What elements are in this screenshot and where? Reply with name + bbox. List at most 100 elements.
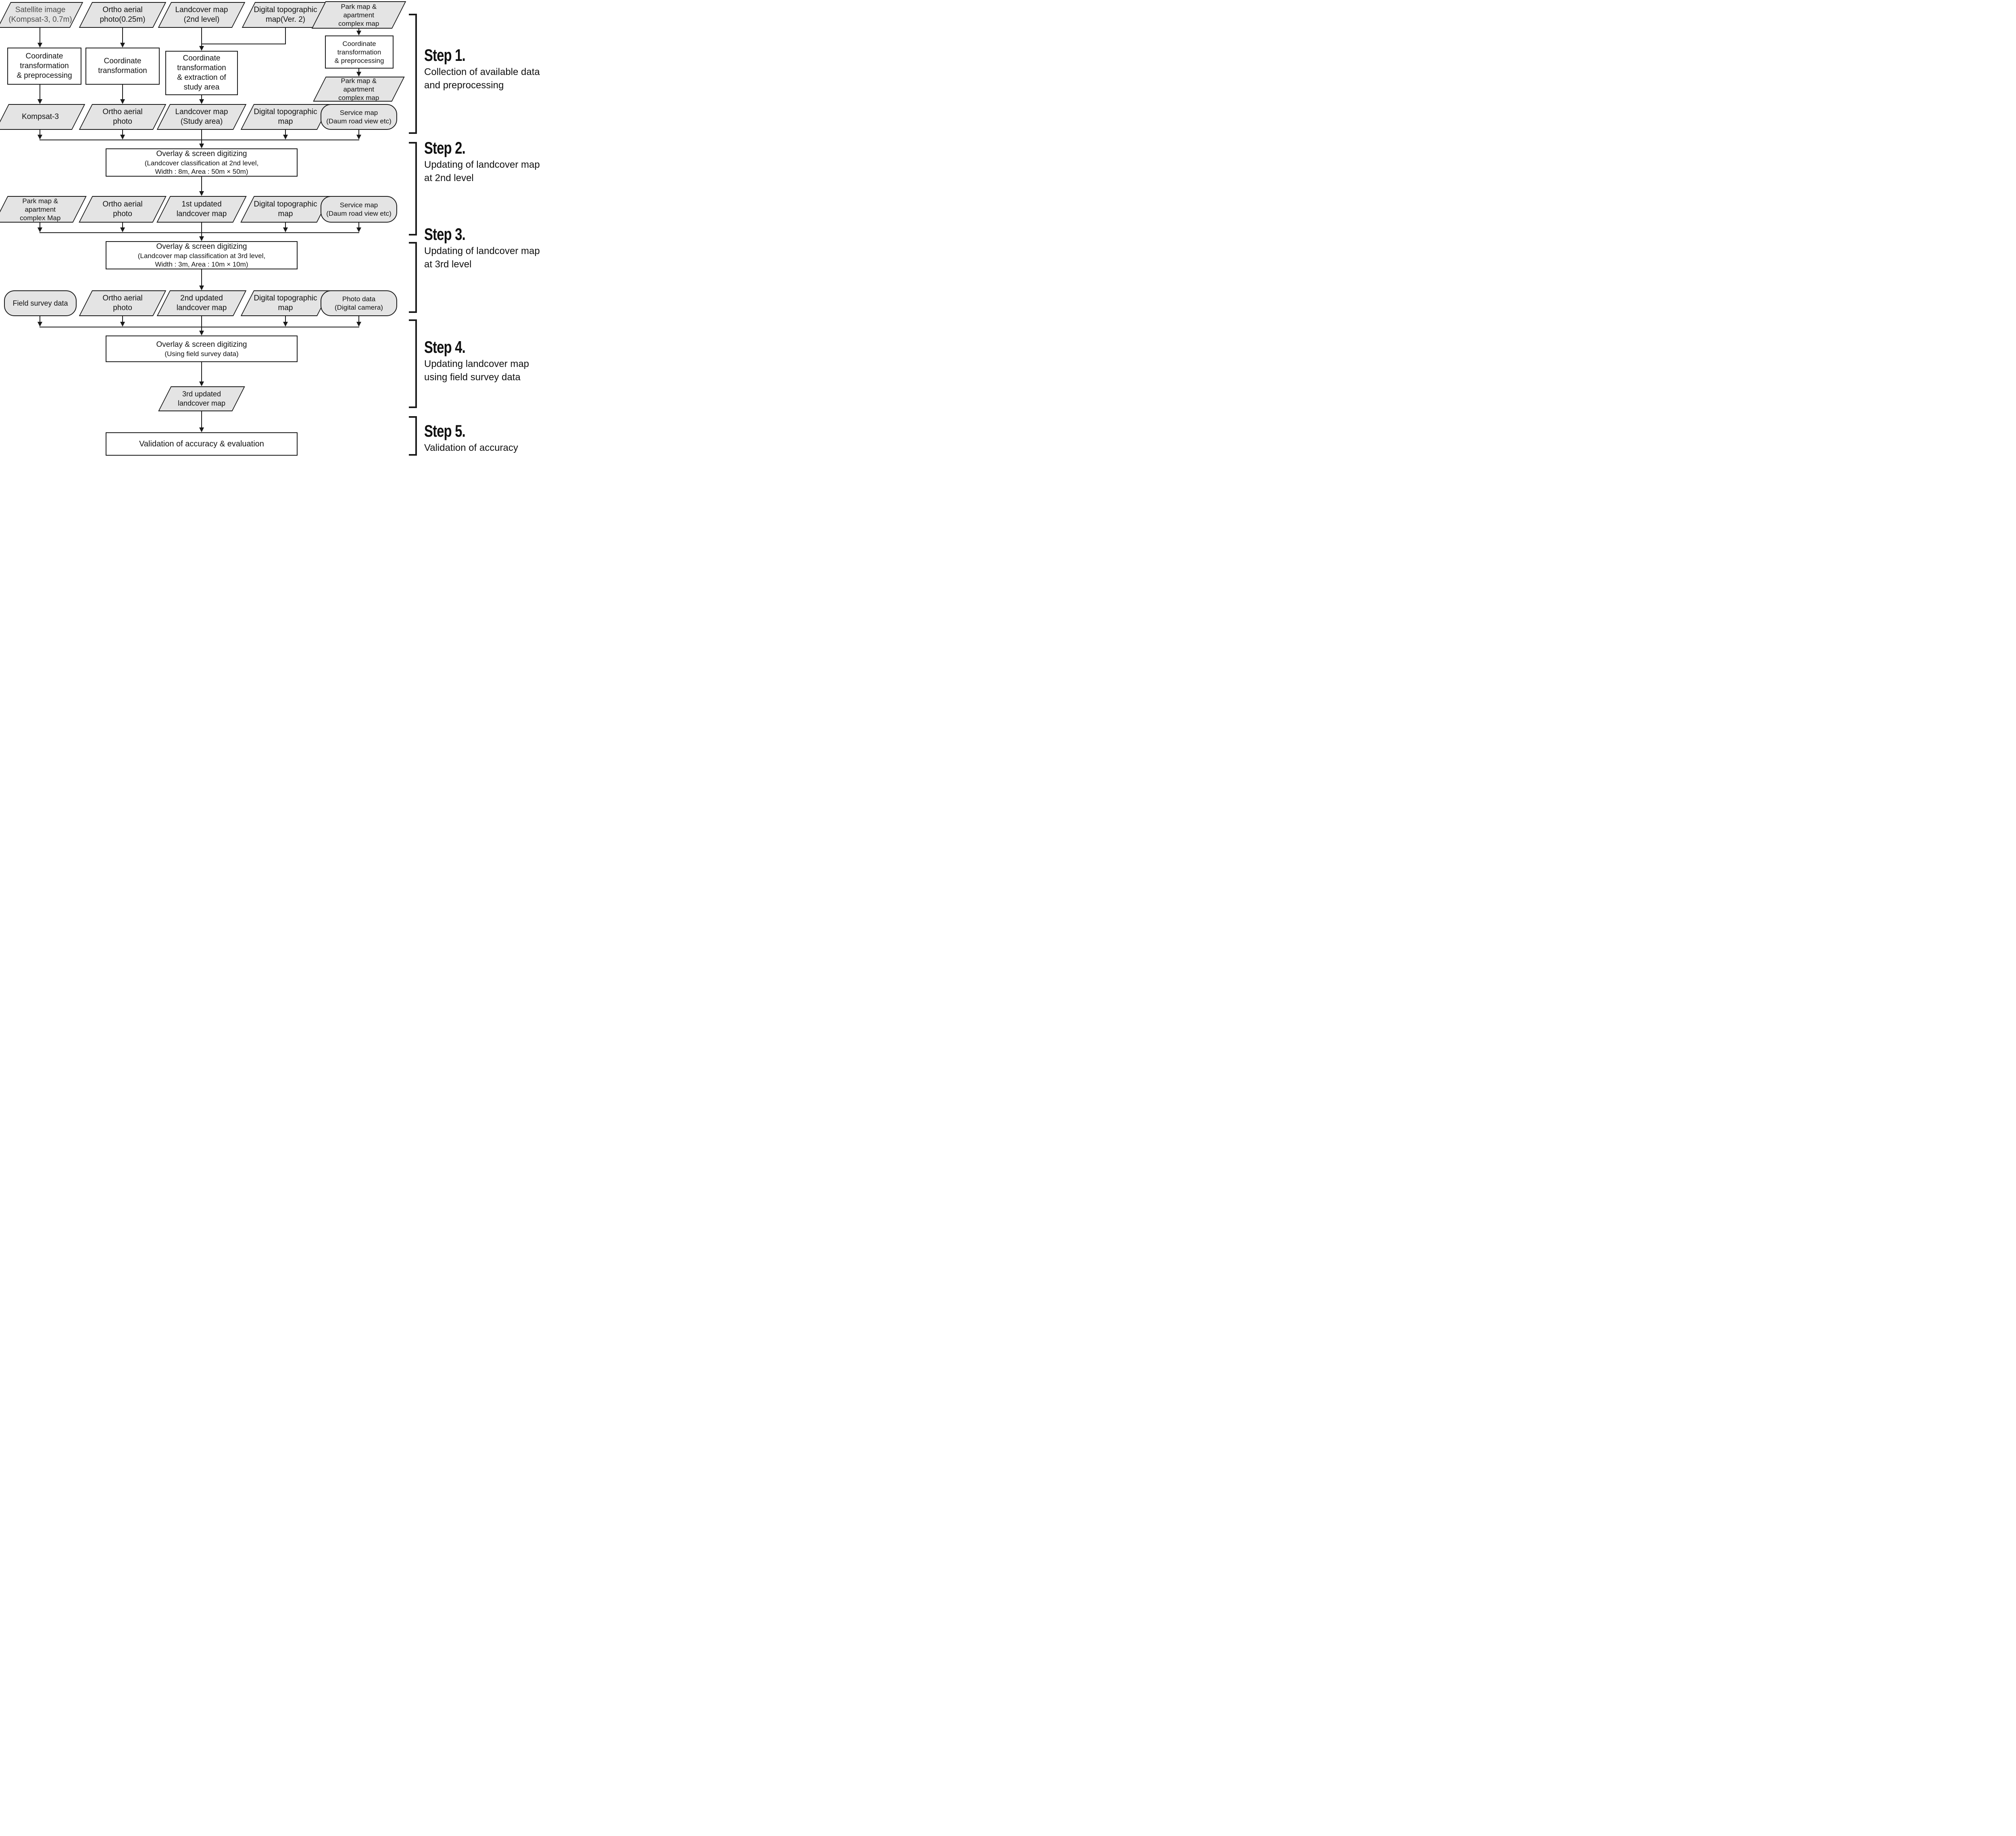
text-line: Coordinate (104, 57, 142, 65)
arrowhead (356, 135, 361, 140)
text-line: Service map (339, 109, 378, 117)
input-landcover-map-2nd: Landcover map (2nd level) (158, 2, 246, 28)
step-desc-line: Collection of available data (424, 67, 540, 77)
arrowhead (37, 135, 42, 140)
data-digital-topo-map-2: Digital topographic map (240, 104, 331, 130)
step-desc-line: Updating landcover map (424, 358, 529, 369)
text-line: (Daum road view etc) (326, 117, 392, 125)
process-validation: Validation of accuracy & evaluation (106, 432, 298, 456)
input-satellite-image: Satellite image (Kompsat-3, 0.7m) (0, 2, 83, 28)
text-line: Digital topographic (254, 108, 317, 116)
text-line: landcover map (176, 304, 227, 312)
text-line: Ortho aerial (102, 108, 143, 116)
output-park-apartment-map: Park map & apartment complex map (313, 77, 405, 102)
arrowhead (199, 286, 204, 290)
process-overlay-digitizing-2: Overlay & screen digitizing (Landcover m… (106, 241, 298, 269)
data-digital-topo-map-3: Digital topographic map (240, 196, 331, 223)
text-line: (Digital camera) (335, 304, 383, 311)
step-title: Step 3. (424, 225, 466, 244)
text-line: & preprocessing (334, 56, 384, 65)
step-label-1: Step 1. Collection of available data and… (424, 45, 563, 92)
arrowhead (199, 381, 204, 386)
data-service-map-3: Service map (Daum road view etc) (321, 196, 397, 223)
text-line: apartment (25, 205, 56, 213)
text-line: Field survey data (12, 299, 68, 307)
arrowhead (283, 227, 288, 232)
data-landcover-study-area: Landcover map (Study area) (156, 104, 247, 130)
text-line: Landcover map (175, 108, 228, 116)
text-line: Ortho aerial (102, 200, 143, 208)
arrowhead (283, 135, 288, 140)
text-line: Ortho aerial (102, 6, 143, 14)
step-label-4: Step 4. Updating landcover map using fie… (424, 337, 563, 384)
process-overlay-digitizing-3: Overlay & screen digitizing (Using field… (106, 336, 298, 362)
step-desc-line: Updating of landcover map (424, 246, 540, 256)
process-overlay-digitizing-1: Overlay & screen digitizing (Landcover c… (106, 148, 298, 177)
text-line: Coordinate (25, 52, 63, 60)
step-title: Step 2. (424, 138, 466, 157)
step-bracket-4 (409, 319, 417, 408)
connector-line (122, 130, 123, 135)
connector-line (201, 269, 202, 286)
connector-line (285, 316, 286, 322)
text-line: Overlay & screen digitizing (156, 340, 247, 349)
text-line: Coordinate (183, 54, 221, 63)
arrowhead (37, 43, 42, 48)
step-desc-line: Validation of accuracy (424, 442, 519, 453)
text-line: Overlay & screen digitizing (156, 242, 247, 251)
text-line: photo (113, 304, 132, 312)
elbow-line (285, 28, 286, 44)
connector-line (201, 28, 202, 46)
arrowhead (199, 236, 204, 241)
text-line: (2nd level) (183, 15, 220, 24)
connector-line (201, 411, 202, 427)
connector-line (358, 223, 359, 227)
text-line: Width : 8m, Area : 50m × 50m) (155, 168, 248, 175)
data-digital-topo-map-4: Digital topographic map (240, 290, 331, 316)
text-line: Coordinate (342, 40, 376, 48)
connector-line (285, 223, 286, 227)
step-label-2: Step 2. Updating of landcover map at 2nd… (424, 138, 563, 185)
text-line: transformation (98, 67, 147, 75)
step-title: Step 5. (424, 421, 466, 440)
input-ortho-aerial-photo: Ortho aerial photo(0.25m) (79, 2, 167, 28)
data-ortho-aerial-photo-2: Ortho aerial photo (79, 104, 167, 130)
step-bracket-5 (409, 416, 417, 456)
text-line: Ortho aerial (102, 294, 143, 302)
text-line: Service map (339, 201, 378, 209)
box-coord-transform-extraction: Coordinate transformation & extraction o… (165, 51, 238, 95)
step-desc-line: at 2nd level (424, 173, 474, 183)
text-line: map(Ver. 2) (265, 15, 306, 24)
text-line: complex map (338, 19, 379, 27)
step-label-3: Step 3. Updating of landcover map at 3rd… (424, 224, 563, 271)
connector-line (201, 316, 202, 331)
connector-line (285, 130, 286, 135)
text-line: Digital topographic (254, 200, 317, 208)
box-coord-transform: Coordinate transformation (85, 48, 160, 85)
step-title: Step 1. (424, 46, 466, 65)
connector-line (122, 316, 123, 322)
text-line: apartment (343, 85, 375, 93)
box-coord-transform-preprocessing-1: Coordinate transformation & preprocessin… (7, 48, 81, 85)
input-park-apartment-map: Park map & apartment complex map (311, 1, 406, 29)
connector-line (201, 95, 202, 99)
text-line: & preprocessing (17, 71, 72, 80)
arrowhead (199, 427, 204, 432)
text-line: Digital topographic (254, 6, 317, 14)
step-desc-line: and preprocessing (424, 80, 504, 91)
text-line: Park map & (341, 2, 377, 10)
text-line: (Kompsat-3, 0.7m) (8, 15, 72, 24)
connector-line (358, 29, 359, 31)
connector-line (201, 223, 202, 236)
arrowhead (199, 331, 204, 336)
text-line: Landcover map (175, 6, 228, 14)
arrowhead (199, 99, 204, 104)
arrowhead (283, 322, 288, 327)
connector-line (122, 223, 123, 227)
text-line: map (278, 210, 293, 218)
text-line: study area (183, 83, 220, 92)
text-line: apartment (343, 11, 375, 19)
text-line: transformation (337, 48, 381, 56)
arrowhead (356, 227, 361, 232)
data-park-apartment-map-3: Park map & apartment complex Map (0, 196, 87, 223)
